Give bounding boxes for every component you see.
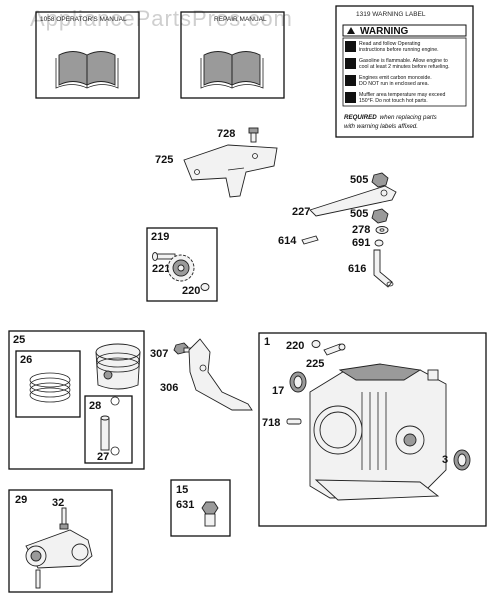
part-616-governor-shaft[interactable]: [373, 249, 394, 288]
part-25-piston-assembly[interactable]: [8, 330, 145, 470]
label-27: 27: [97, 451, 109, 463]
flame-symbol-icon: [345, 58, 356, 69]
part-29-connecting-rod-assembly[interactable]: [8, 489, 113, 593]
part-3-oil-seal[interactable]: [453, 449, 471, 471]
part-15-drain-plug-box[interactable]: [170, 479, 231, 537]
book-icon: [200, 51, 264, 89]
part-718-dowel-pin[interactable]: [286, 418, 302, 425]
label-17: 17: [272, 385, 284, 397]
label-505b: 505: [350, 208, 368, 220]
part-691-ring[interactable]: [374, 239, 384, 247]
part-cylinder-block[interactable]: [309, 363, 447, 501]
part-220-washer-b[interactable]: [311, 340, 321, 348]
box-26-frame: [15, 350, 81, 418]
box-1-frame: [258, 332, 487, 527]
part-219-governor-gear-assembly[interactable]: [146, 227, 218, 302]
part-governor-gear[interactable]: [167, 254, 195, 282]
label-725: 725: [155, 154, 173, 166]
repair-manual-title: REPAIR MANUAL: [214, 16, 267, 23]
warning-label-frame: [335, 5, 474, 138]
label-219: 219: [151, 231, 169, 243]
label-227: 227: [292, 206, 310, 218]
label-1: 1: [264, 336, 270, 348]
warning-row-2a: Gasoline is flammable. Allow engine to: [359, 58, 448, 64]
label-307: 307: [150, 348, 168, 360]
label-25: 25: [13, 334, 25, 346]
part-614-pin[interactable]: [301, 235, 319, 245]
label-3: 3: [442, 454, 448, 466]
part-505-nut-top[interactable]: [371, 172, 389, 188]
box-25-frame: [8, 330, 145, 470]
hot-surface-symbol-icon: [345, 92, 356, 103]
label-616: 616: [348, 263, 366, 275]
part-piston[interactable]: [95, 343, 141, 390]
label-505a: 505: [350, 174, 368, 186]
warning-row-4b: 150°F. Do not touch hot parts.: [359, 98, 428, 104]
part-26-piston-rings[interactable]: [15, 350, 81, 418]
box-15-frame: [170, 479, 231, 537]
warning-row-1a: Read and follow Operating: [359, 41, 421, 47]
part-725-cover[interactable]: [183, 144, 278, 198]
part-221-shaft[interactable]: [152, 252, 176, 261]
warning-row-3b: DO NOT run in enclosed area.: [359, 81, 429, 87]
part-27-retainer-clip[interactable]: [110, 396, 120, 456]
part-piston-pin[interactable]: [100, 415, 110, 451]
operators-manual-title: 1058 OPERATOR'S MANUAL: [40, 16, 127, 23]
operators-manual-frame: [35, 11, 140, 99]
label-614: 614: [278, 235, 297, 247]
warning-triangle-icon: [347, 27, 355, 34]
manual-symbol-icon: [345, 41, 356, 52]
label-306: 306: [160, 382, 178, 394]
label-28: 28: [89, 400, 101, 412]
box-28-frame: [84, 395, 133, 464]
operators-manual[interactable]: 1058 OPERATOR'S MANUAL: [35, 11, 140, 99]
warning-required-line2: with warning labels affixed.: [344, 123, 418, 130]
warning-row-4a: Muffler area temperature may exceed: [359, 92, 446, 98]
part-17-oil-seal[interactable]: [289, 371, 307, 393]
part-connecting-rod[interactable]: [25, 529, 93, 589]
box-29-frame: [8, 489, 113, 593]
fumes-symbol-icon: [345, 75, 356, 86]
label-220a: 220: [182, 285, 200, 297]
part-220-washer-a[interactable]: [200, 283, 210, 291]
label-278: 278: [352, 224, 370, 236]
part-227-governor-lever[interactable]: [309, 185, 397, 217]
label-225: 225: [306, 358, 324, 370]
part-728-bolt[interactable]: [248, 127, 259, 143]
label-220b: 220: [286, 340, 304, 352]
warning-row-3a: Engines emit carbon monoxide.: [359, 75, 432, 81]
part-505-nut-bottom[interactable]: [371, 208, 389, 224]
label-718: 718: [262, 417, 280, 429]
part-32-rod-bolt[interactable]: [59, 507, 69, 530]
box-219-frame: [146, 227, 218, 302]
part-278-washer[interactable]: [375, 226, 389, 234]
part-28-piston-pin-box[interactable]: [84, 395, 133, 464]
part-1-cylinder-assembly[interactable]: [258, 332, 487, 527]
book-icon: [55, 51, 119, 89]
label-32: 32: [52, 497, 64, 509]
part-306-air-guide[interactable]: [188, 338, 253, 411]
label-631: 631: [176, 499, 194, 511]
label-728: 728: [217, 128, 235, 140]
warning-row-1b: instructions before running engine.: [359, 47, 439, 53]
part-225-governor-shaft-pin[interactable]: [323, 343, 346, 356]
repair-manual-frame: [180, 11, 285, 99]
repair-manual[interactable]: REPAIR MANUAL: [180, 11, 285, 99]
watermark-text: AppliancePartsPros.com: [30, 6, 293, 31]
label-691: 691: [352, 237, 370, 249]
part-631-drain-plug[interactable]: [201, 501, 219, 527]
label-221: 221: [152, 263, 170, 275]
warning-heading: WARNING: [360, 26, 409, 37]
warning-label[interactable]: 1319 WARNING LABEL WARNING Read and foll…: [335, 5, 474, 138]
warning-row-2b: cool at least 2 minutes before refueling…: [359, 64, 450, 70]
label-15: 15: [176, 484, 188, 496]
label-26: 26: [20, 354, 32, 366]
warning-label-title: 1319 WARNING LABEL: [356, 11, 426, 18]
label-29: 29: [15, 494, 27, 506]
